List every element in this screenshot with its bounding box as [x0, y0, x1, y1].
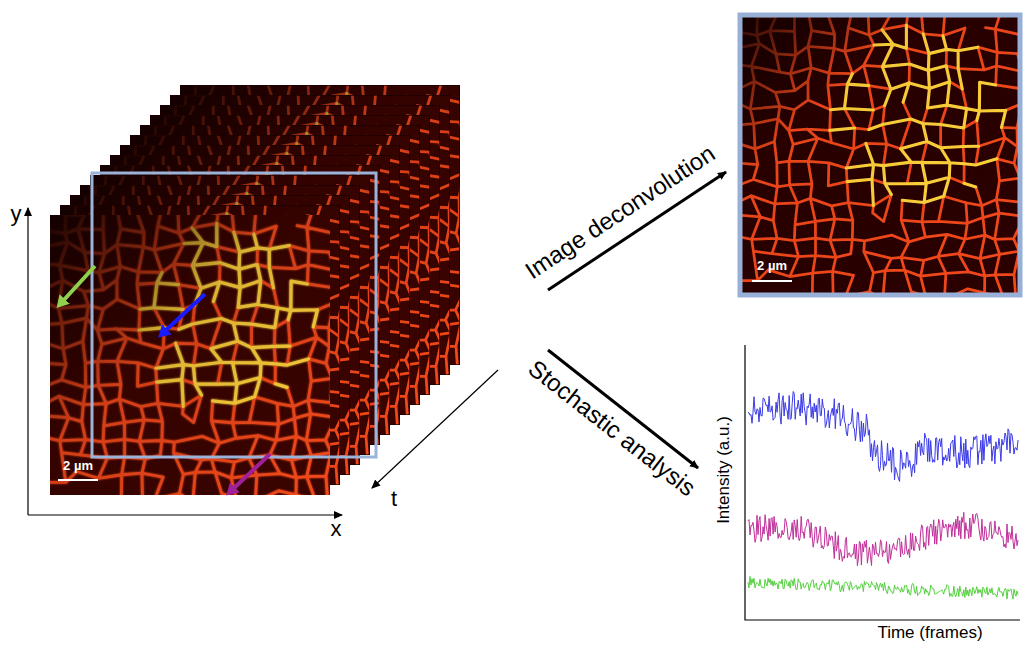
pointer-arrow	[232, 454, 270, 490]
pointer-arrow	[164, 294, 205, 332]
axis-label: t	[391, 486, 397, 511]
axis-label: y	[11, 201, 22, 226]
pointer-arrow	[62, 266, 95, 302]
axis	[27, 208, 28, 515]
scale-label: 2 µm	[63, 459, 93, 474]
image-stack	[39, 74, 468, 503]
intensity-trace	[748, 576, 1018, 599]
scale-bar	[58, 479, 98, 481]
axis	[372, 370, 498, 488]
intensity-trace	[748, 512, 1018, 565]
deconvolved-image	[731, 6, 1024, 300]
process-label: Stochastic analysis	[523, 354, 701, 501]
axis-title: Time (frames)	[877, 623, 982, 643]
scale-bar	[752, 280, 792, 282]
scale-label: 2 µm	[757, 259, 787, 274]
axis-title: Intensity (a.u.)	[714, 416, 734, 524]
chart-axes	[745, 345, 1020, 620]
intensity-traces	[748, 392, 1018, 600]
axis-label: x	[331, 516, 342, 541]
selected-frame	[92, 173, 376, 457]
intensity-trace	[748, 392, 1018, 482]
process-label: Image deconvolution	[520, 139, 720, 284]
image-border	[740, 15, 1020, 295]
axis	[28, 514, 342, 515]
